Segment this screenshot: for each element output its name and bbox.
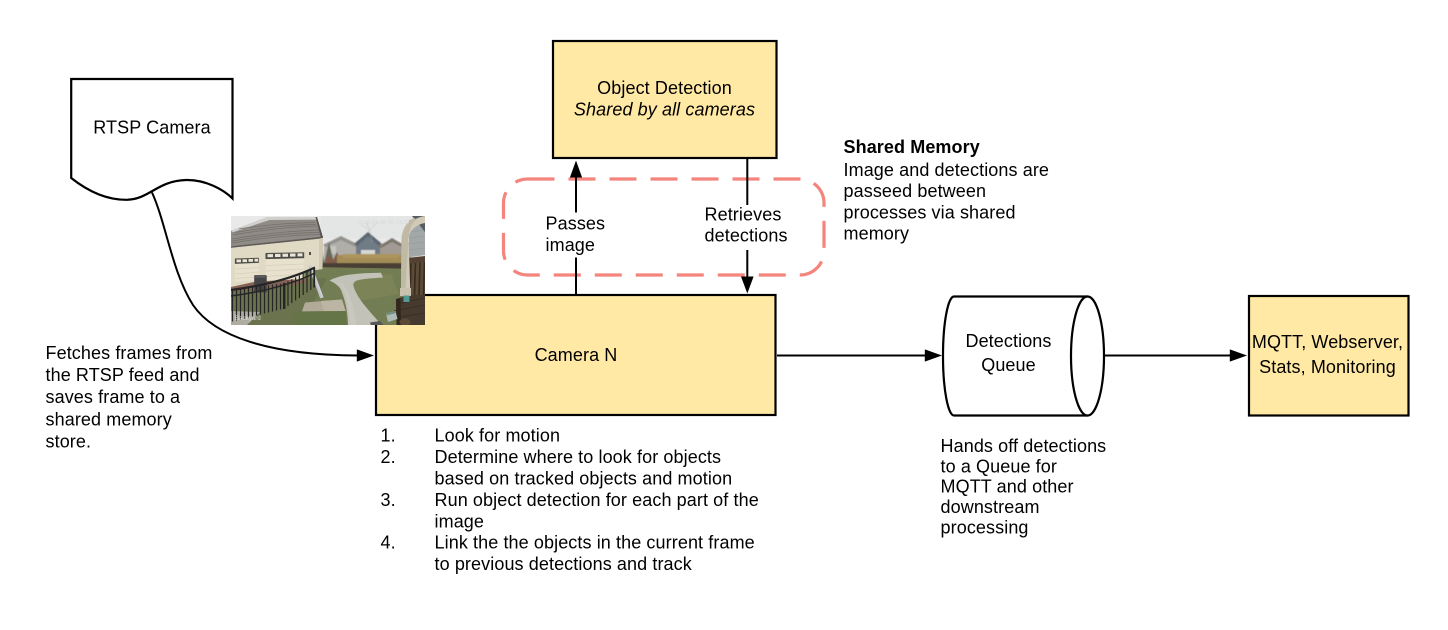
svg-text:Retrieves: Retrieves: [705, 205, 782, 225]
svg-text:based on tracked objects and m: based on tracked objects and motion: [435, 469, 733, 489]
svg-text:Camera N: Camera N: [535, 345, 618, 365]
svg-text:3.: 3.: [381, 490, 396, 510]
svg-text:memory: memory: [844, 224, 910, 244]
svg-text:to previous detections and tra: to previous detections and track: [435, 554, 693, 574]
svg-text:processes via shared: processes via shared: [844, 202, 1016, 222]
svg-text:4.: 4.: [381, 533, 396, 553]
svg-text:Backyard: Backyard: [235, 316, 261, 322]
svg-text:processing: processing: [941, 518, 1029, 538]
svg-text:saves frame to a: saves frame to a: [46, 387, 182, 407]
svg-text:Stats, Monitoring: Stats, Monitoring: [1259, 357, 1396, 377]
svg-text:Passes: Passes: [546, 214, 606, 234]
svg-text:2019-03-06 09:13:27: 2019-03-06 09:13:27: [357, 220, 410, 226]
svg-text:Image and detections are: Image and detections are: [844, 160, 1050, 180]
svg-text:Detections: Detections: [965, 331, 1051, 351]
svg-text:Object Detection: Object Detection: [597, 78, 732, 98]
svg-text:downstream: downstream: [941, 497, 1040, 517]
svg-text:Fetches frames from: Fetches frames from: [46, 343, 213, 363]
svg-text:Shared Memory: Shared Memory: [844, 137, 980, 157]
svg-text:Look for motion: Look for motion: [435, 426, 561, 446]
svg-text:image: image: [546, 235, 596, 255]
svg-text:the RTSP feed and: the RTSP feed and: [46, 365, 200, 385]
svg-text:shared memory: shared memory: [46, 409, 172, 429]
svg-text:Hands off detections: Hands off detections: [941, 436, 1107, 456]
svg-text:1.: 1.: [381, 426, 396, 446]
svg-text:Run object detection for each: Run object detection for each part of th…: [435, 490, 759, 510]
svg-text:Determine where to look for ob: Determine where to look for objects: [435, 447, 722, 467]
svg-text:Queue: Queue: [981, 355, 1036, 375]
svg-text:detections: detections: [705, 226, 788, 246]
svg-text:to a Queue for: to a Queue for: [941, 456, 1057, 476]
svg-text:image: image: [435, 511, 485, 531]
svg-text:2.: 2.: [381, 447, 396, 467]
svg-text:Link the the objects in the cu: Link the the objects in the current fram…: [435, 533, 755, 553]
svg-text:MQTT, Webserver,: MQTT, Webserver,: [1252, 332, 1403, 352]
svg-text:store.: store.: [46, 431, 92, 451]
svg-text:RTSP Camera: RTSP Camera: [93, 118, 211, 138]
svg-text:passeed between: passeed between: [844, 181, 987, 201]
svg-text:MQTT and other: MQTT and other: [941, 477, 1074, 497]
svg-text:Shared by all cameras: Shared by all cameras: [574, 100, 755, 120]
